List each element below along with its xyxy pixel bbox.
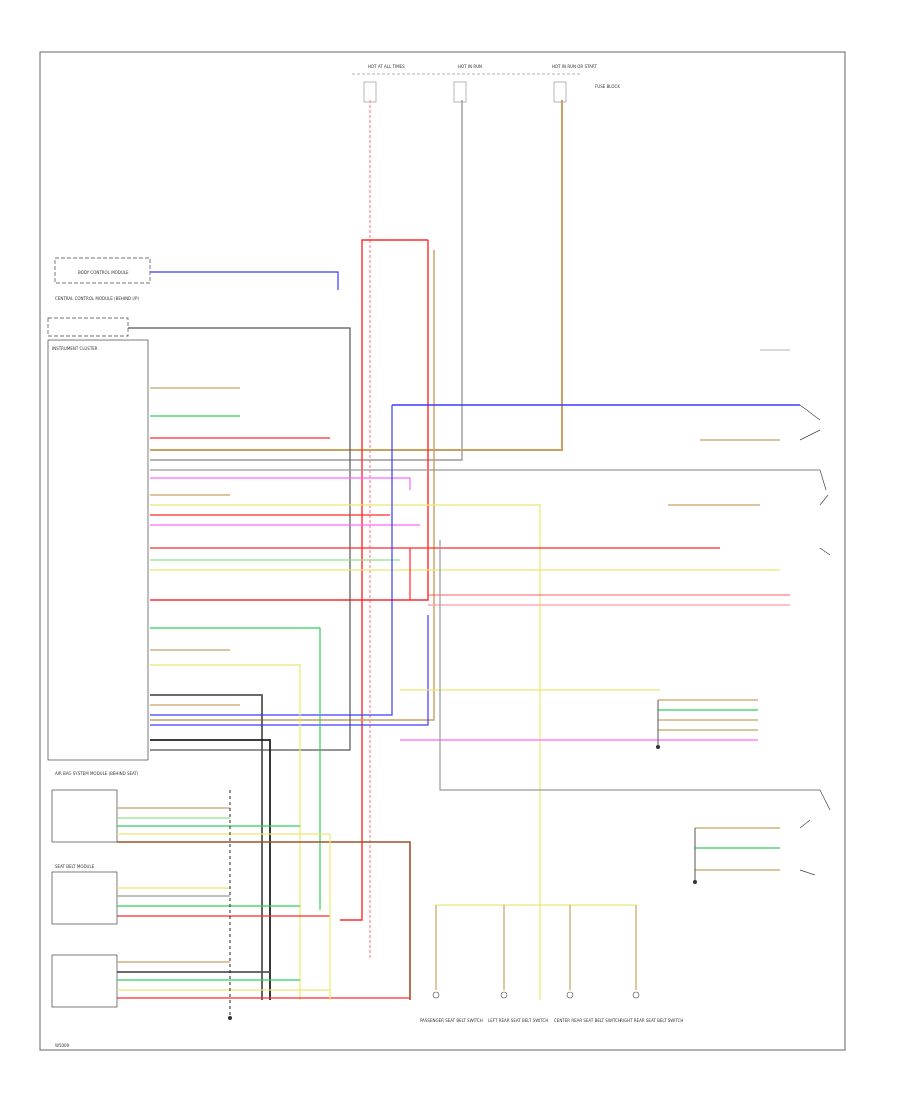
ground-symbols <box>228 745 697 1020</box>
left-modules: BODY CONTROL MODULE CENTRAL CONTROL MODU… <box>47 257 151 1008</box>
fuse-panel: HOT AT ALL TIMES HOT IN RUN HOT IN RUN O… <box>352 64 620 103</box>
switch-label-center-rear: CENTER REAR SEAT BELT SWITCH <box>554 1018 621 1023</box>
signal-wires <box>128 271 820 1000</box>
switch-label-right-rear: RIGHT REAR SEAT BELT SWITCH <box>620 1018 683 1023</box>
fuse-label-2: HOT IN RUN <box>458 64 482 69</box>
fuse-block-label: FUSE BLOCK <box>595 84 620 89</box>
module-label-bcm: BODY CONTROL MODULE <box>78 270 129 275</box>
diagram-frame <box>39 51 846 1051</box>
module-label-cluster: INSTRUMENT CLUSTER <box>52 346 98 351</box>
module-label-seatbelt: SEAT BELT MODULE <box>55 864 95 869</box>
diagram-code: W5009 <box>55 1043 70 1048</box>
module-label-ccm: CENTRAL CONTROL MODULE (BEHIND I/P) <box>55 296 139 301</box>
module-label-airbag: AIR BAG SYSTEM MODULE (BEHIND SEAT) <box>55 771 139 776</box>
fuse-label-1: HOT AT ALL TIMES <box>368 64 405 69</box>
right-switches <box>760 349 831 876</box>
trunk-wires <box>150 100 563 960</box>
lower-wires <box>117 790 411 1015</box>
switch-labels: PASSENGER SEAT BELT SWITCH LEFT REAR SEA… <box>420 1018 683 1023</box>
switch-bus <box>432 904 640 999</box>
switch-label-left-rear: LEFT REAR SEAT BELT SWITCH <box>488 1018 548 1023</box>
switch-label-passenger: PASSENGER SEAT BELT SWITCH <box>420 1018 483 1023</box>
fuse-label-3: HOT IN RUN OR START <box>552 64 597 69</box>
